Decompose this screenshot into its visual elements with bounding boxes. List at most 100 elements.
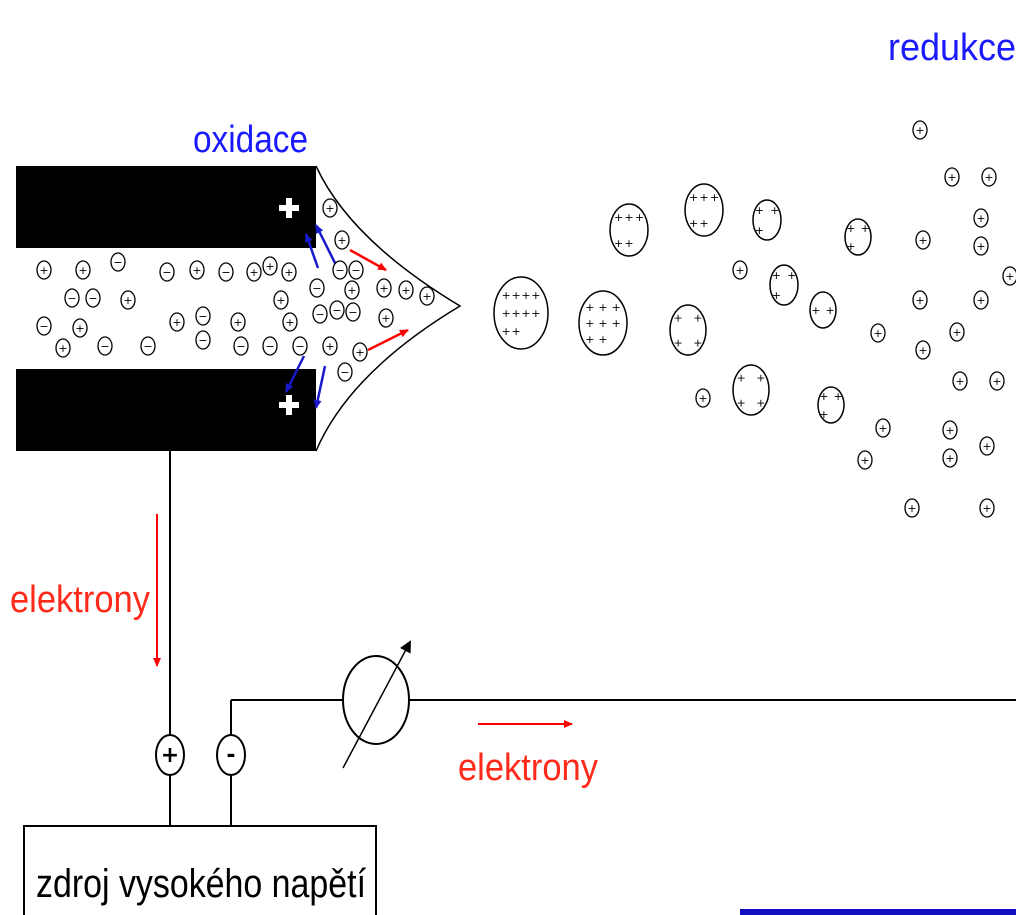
- svg-text:+: +: [58, 342, 67, 355]
- charged-droplet: +++: [817, 386, 845, 424]
- charged-droplet: ++++++++++: [493, 276, 549, 350]
- svg-text:+: +: [689, 217, 698, 230]
- positive-ion: +: [732, 260, 748, 280]
- negative-ion: −: [345, 302, 361, 322]
- svg-text:+: +: [693, 312, 702, 325]
- svg-text:+: +: [982, 440, 991, 453]
- svg-text:+: +: [756, 372, 765, 385]
- negative-ion: −: [337, 362, 353, 382]
- negative-ion: −: [159, 262, 175, 282]
- negative-ion: −: [140, 336, 156, 356]
- svg-text:+: +: [401, 284, 410, 297]
- positive-ion: +: [979, 436, 995, 456]
- positive-ion: +: [344, 280, 360, 300]
- positive-ion: +: [282, 312, 298, 332]
- svg-text:−: −: [236, 340, 245, 353]
- negative-terminal: -: [216, 734, 246, 776]
- svg-text:+: +: [265, 260, 274, 273]
- svg-text:−: −: [100, 340, 109, 353]
- svg-text:+: +: [945, 452, 954, 465]
- svg-text:+: +: [811, 304, 820, 317]
- svg-text:−: −: [348, 306, 357, 319]
- svg-text:+: +: [511, 325, 520, 338]
- positive-ion: +: [273, 290, 289, 310]
- svg-text:+: +: [772, 289, 781, 302]
- charged-droplet: +++: [769, 264, 799, 306]
- negative-ion: −: [64, 288, 80, 308]
- positive-ion: +: [973, 208, 989, 228]
- svg-text:+: +: [873, 327, 882, 340]
- electrode-plus-signs: [279, 198, 299, 415]
- svg-text:+: +: [624, 237, 633, 250]
- svg-text:+: +: [598, 333, 607, 346]
- svg-text:−: −: [315, 308, 324, 321]
- negative-ion: −: [312, 304, 328, 324]
- positive-ion: +: [952, 371, 968, 391]
- svg-text:+: +: [337, 234, 346, 247]
- svg-text:+: +: [846, 222, 855, 235]
- negative-terminal-sign: -: [226, 743, 235, 768]
- svg-text:+: +: [755, 204, 764, 217]
- positive-ion: +: [942, 420, 958, 440]
- svg-text:+: +: [992, 375, 1001, 388]
- svg-text:+: +: [192, 264, 201, 277]
- negative-ion: −: [233, 336, 249, 356]
- positive-ion: +: [55, 338, 71, 358]
- negative-ion: −: [292, 336, 308, 356]
- positive-ion: +: [419, 286, 435, 306]
- svg-text:+: +: [699, 191, 708, 204]
- positive-ion: +: [1002, 266, 1016, 286]
- negative-ion: −: [262, 336, 278, 356]
- svg-text:+: +: [381, 312, 390, 325]
- lower-electrode: [16, 369, 316, 451]
- svg-text:+: +: [693, 337, 702, 350]
- svg-text:−: −: [340, 366, 349, 379]
- svg-text:+: +: [635, 211, 644, 224]
- negative-ion: −: [309, 278, 325, 298]
- positive-ion: +: [942, 448, 958, 468]
- svg-text:−: −: [67, 292, 76, 305]
- ion-particles: ++−−−+−++−−−+−+++++−−+−−−+−−+++−−+−−++++…: [36, 120, 1016, 518]
- svg-text:+: +: [123, 294, 132, 307]
- svg-text:+: +: [1005, 270, 1014, 283]
- svg-text:+: +: [755, 224, 764, 237]
- power-source-label: zdroj vysokého napětí: [36, 862, 366, 906]
- negative-ion: −: [36, 316, 52, 336]
- svg-text:+: +: [612, 317, 621, 330]
- svg-text:+: +: [285, 316, 294, 329]
- negative-ion: −: [348, 260, 364, 280]
- svg-text:+: +: [952, 326, 961, 339]
- svg-text:+: +: [834, 390, 843, 403]
- circuit-wires: [169, 451, 1016, 826]
- svg-text:+: +: [947, 171, 956, 184]
- electrons-horizontal-label: elektrony: [458, 747, 598, 789]
- svg-text:+: +: [511, 307, 520, 320]
- svg-text:+: +: [819, 408, 828, 421]
- positive-ion: +: [169, 312, 185, 332]
- svg-text:+: +: [531, 289, 540, 302]
- svg-text:−: −: [332, 304, 341, 317]
- negative-ion: −: [329, 300, 345, 320]
- charged-droplet: ++++++++: [578, 290, 628, 356]
- svg-text:+: +: [736, 397, 745, 410]
- positive-ion: +: [989, 371, 1005, 391]
- svg-text:−: −: [113, 256, 122, 269]
- upper-electrode: [16, 166, 316, 248]
- negative-ion: −: [195, 330, 211, 350]
- positive-ion: +: [36, 260, 52, 280]
- svg-text:+: +: [770, 204, 779, 217]
- svg-text:+: +: [325, 202, 334, 215]
- svg-text:+: +: [710, 191, 719, 204]
- svg-text:+: +: [955, 375, 964, 388]
- svg-text:+: +: [945, 424, 954, 437]
- positive-ion: +: [281, 262, 297, 282]
- positive-ion: +: [352, 342, 368, 362]
- charged-droplet: + + +: [752, 199, 782, 241]
- svg-text:+: +: [39, 264, 48, 277]
- electrons-vertical-label: elektrony: [10, 579, 150, 621]
- svg-text:−: −: [351, 264, 360, 277]
- negative-ion: −: [332, 260, 348, 280]
- svg-text:+: +: [355, 346, 364, 359]
- svg-text:+: +: [976, 240, 985, 253]
